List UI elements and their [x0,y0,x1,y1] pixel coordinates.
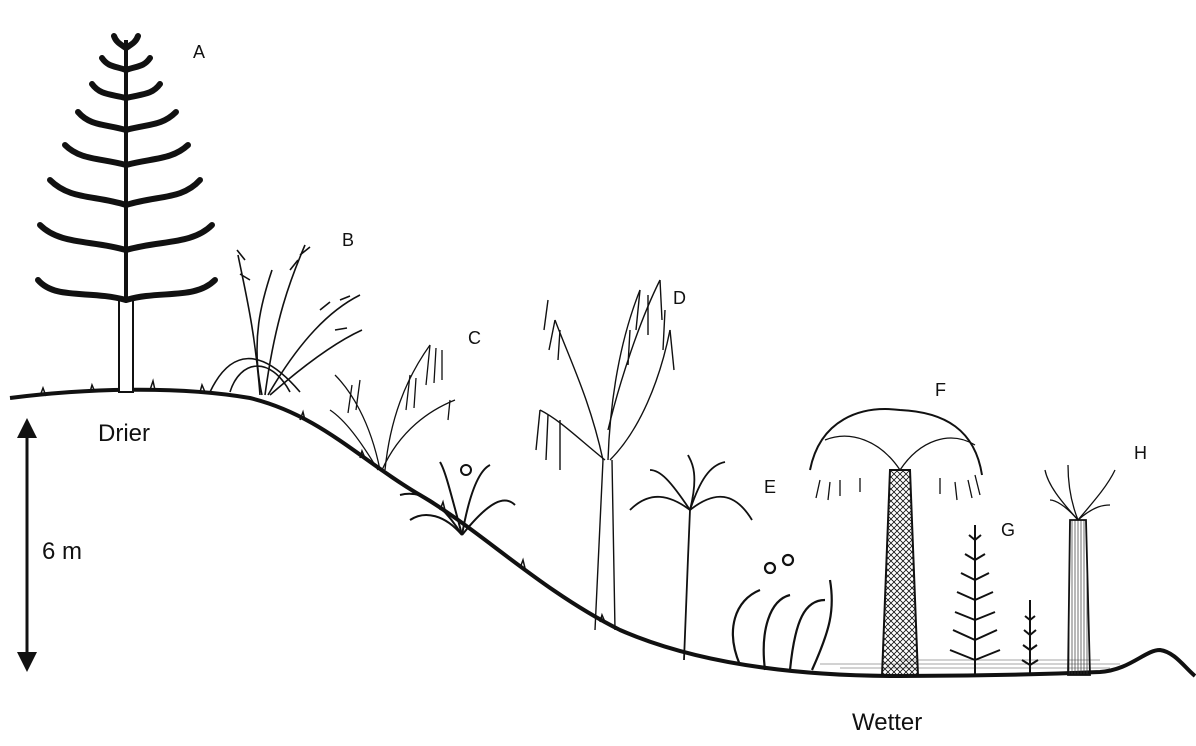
tree-d [536,280,674,630]
wetter-label: Wetter [852,709,922,737]
plant-h [1045,465,1115,675]
label-f: F [935,380,946,401]
label-c: C [468,328,481,349]
label-g: G [1001,520,1015,541]
plant-c [330,345,455,470]
label-a: A [193,42,205,63]
drier-label: Drier [98,420,150,448]
scale-label: 6 m [42,538,82,566]
label-e: E [764,477,776,498]
plant-g [950,525,1038,675]
plant-b [210,245,362,395]
label-b: B [342,230,354,251]
tree-a-conifer [38,36,215,392]
ground-profile [10,390,1195,676]
label-h: H [1134,443,1147,464]
ground-grass [40,381,605,622]
label-d: D [673,288,686,309]
tree-f [810,409,982,676]
fern-slope [400,462,515,535]
scale-arrow [17,418,37,672]
fern-e-base [733,555,832,670]
